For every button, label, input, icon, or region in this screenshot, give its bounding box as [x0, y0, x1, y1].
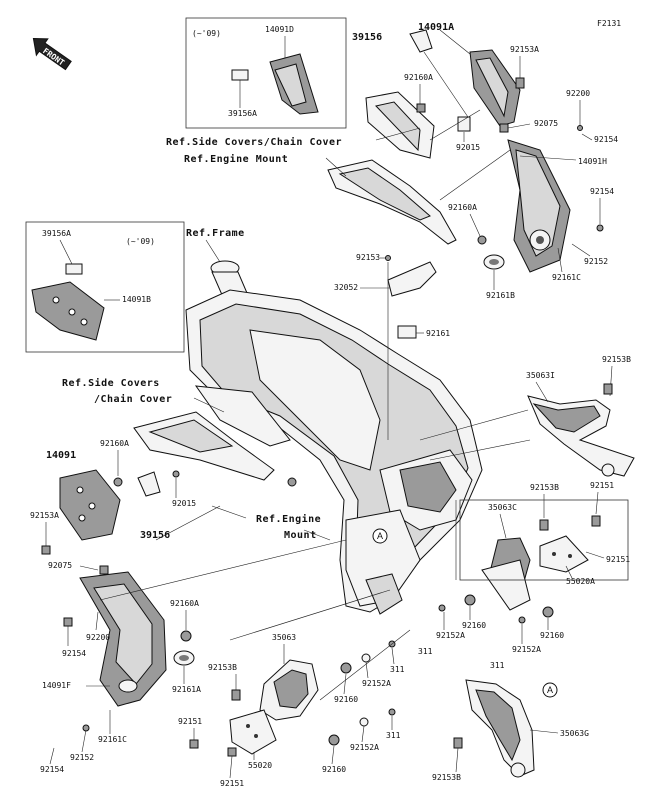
label-92153A-left: 92153A — [30, 511, 59, 520]
part-14091: 14091 — [46, 450, 76, 461]
cover-assembly-left — [59, 385, 297, 541]
label-92153B-r: 92153B — [602, 355, 631, 364]
label-92160-a: 92160 — [334, 695, 358, 704]
ref-side-covers-left-2: /Chain Cover — [94, 393, 172, 405]
label-92161: 92161 — [426, 329, 450, 338]
footrest-bracket-35063 — [189, 640, 396, 757]
label-35063I: 35063I — [526, 371, 555, 380]
part-39156-top: 39156 — [352, 32, 382, 43]
label-311-d: 311 — [490, 661, 505, 670]
inset-top: (~'09) 14091D 39156A — [185, 17, 347, 129]
side-cover-right — [477, 139, 571, 273]
label-55020: 55020 — [248, 761, 272, 770]
label-92075-left: 92075 — [48, 561, 72, 570]
label-92160-c: 92160 — [462, 621, 486, 630]
main-frame: A — [185, 260, 483, 615]
label-92151-low: 92151 — [178, 717, 202, 726]
part-labels: 92153A 92160A 92200 92075 92154 92015 14… — [30, 45, 631, 788]
label-92151-bot: 92151 — [220, 779, 244, 788]
inset-left: 39156A (~'09) 14091B — [25, 221, 185, 353]
label-35063G: 35063G — [560, 729, 589, 738]
label-14091F: 14091F — [42, 681, 71, 690]
ref-side-covers-left-1: Ref.Side Covers — [62, 377, 160, 389]
circle-marker-bracket: A — [547, 685, 553, 695]
label-92153B-bot: 92153B — [432, 773, 461, 782]
label-92153B-mid: 92153B — [530, 483, 559, 492]
label-55020A: 55020A — [566, 577, 595, 586]
label-92200-top: 92200 — [566, 89, 590, 98]
block-92161 — [397, 325, 417, 339]
front-arrow-icon: FRONT — [32, 38, 72, 71]
label-92151-r1: 92151 — [590, 481, 614, 490]
footrest-bracket-35063G: A — [453, 679, 558, 778]
label-92161A: 92161A — [172, 685, 201, 694]
ref-engine-mount-top: Ref.Engine Mount — [184, 153, 288, 165]
label-92154-low: 92154 — [40, 765, 64, 774]
ref-engine-mount-left-1: Ref.Engine — [256, 513, 321, 525]
ref-frame: Ref.Frame — [186, 228, 245, 239]
inset-top-part-1: 14091D — [265, 25, 294, 34]
label-92152-low: 92152 — [70, 753, 94, 762]
inset-left-year: (~'09) — [126, 237, 155, 246]
footrest-bracket-35063C — [438, 515, 601, 624]
circle-marker-frame: A — [377, 531, 383, 541]
label-92154-top: 92154 — [594, 135, 618, 144]
label-92152A-c: 92152A — [436, 631, 465, 640]
label-92154-mid: 92154 — [590, 187, 614, 196]
label-92154-left: 92154 — [62, 649, 86, 658]
label-14091H: 14091H — [578, 157, 607, 166]
bracket-32052 — [387, 261, 437, 297]
label-92152A-b: 92152A — [350, 743, 379, 752]
inset-top-year: (~'09) — [192, 29, 221, 38]
label-92200-left: 92200 — [86, 633, 110, 642]
label-92161C-top: 92161C — [552, 273, 581, 282]
label-35063C: 35063C — [488, 503, 517, 512]
label-92160A-mid: 92160A — [448, 203, 477, 212]
label-92161B: 92161B — [486, 291, 515, 300]
connection-lines — [99, 109, 531, 701]
ref-engine-mount-left-2: Mount — [284, 530, 317, 541]
label-92160A-top: 92160A — [404, 73, 433, 82]
inset-top-part-2: 39156A — [228, 109, 257, 118]
label-92160A-left: 92160A — [100, 439, 129, 448]
label-92153A-top: 92153A — [510, 45, 539, 54]
inset-left-part-2: 14091B — [122, 295, 151, 304]
label-92152A-d: 92152A — [512, 645, 541, 654]
label-92160A-low: 92160A — [170, 599, 199, 608]
label-92152-top: 92152 — [584, 257, 608, 266]
label-92015-left: 92015 — [172, 499, 196, 508]
label-92153B-low: 92153B — [208, 663, 237, 672]
part-39156-left: 39156 — [140, 530, 170, 541]
label-92015-top: 92015 — [456, 143, 480, 152]
cover-assembly-top: 14091A 39156 — [352, 22, 521, 159]
label-92161C-low: 92161C — [98, 735, 127, 744]
label-311-b: 311 — [386, 731, 401, 740]
label-92075-top: 92075 — [534, 119, 558, 128]
label-35063: 35063 — [272, 633, 296, 642]
label-92153-top: 92153 — [356, 253, 380, 262]
label-311-c: 311 — [418, 647, 433, 656]
inset-left-part-1: 39156A — [42, 229, 71, 238]
footrest-bracket-35063I — [527, 395, 635, 477]
ref-side-covers-top: Ref.Side Covers/Chain Cover — [166, 136, 342, 148]
figure-code: F2131 — [597, 19, 621, 28]
label-92152A-a: 92152A — [362, 679, 391, 688]
side-cover-left — [79, 565, 195, 707]
part-14091A: 14091A — [418, 22, 454, 33]
label-92160-d: 92160 — [540, 631, 564, 640]
label-32052: 32052 — [334, 283, 358, 292]
label-311-a: 311 — [390, 665, 405, 674]
label-92151-r2: 92151 — [606, 555, 630, 564]
label-92160-b: 92160 — [322, 765, 346, 774]
